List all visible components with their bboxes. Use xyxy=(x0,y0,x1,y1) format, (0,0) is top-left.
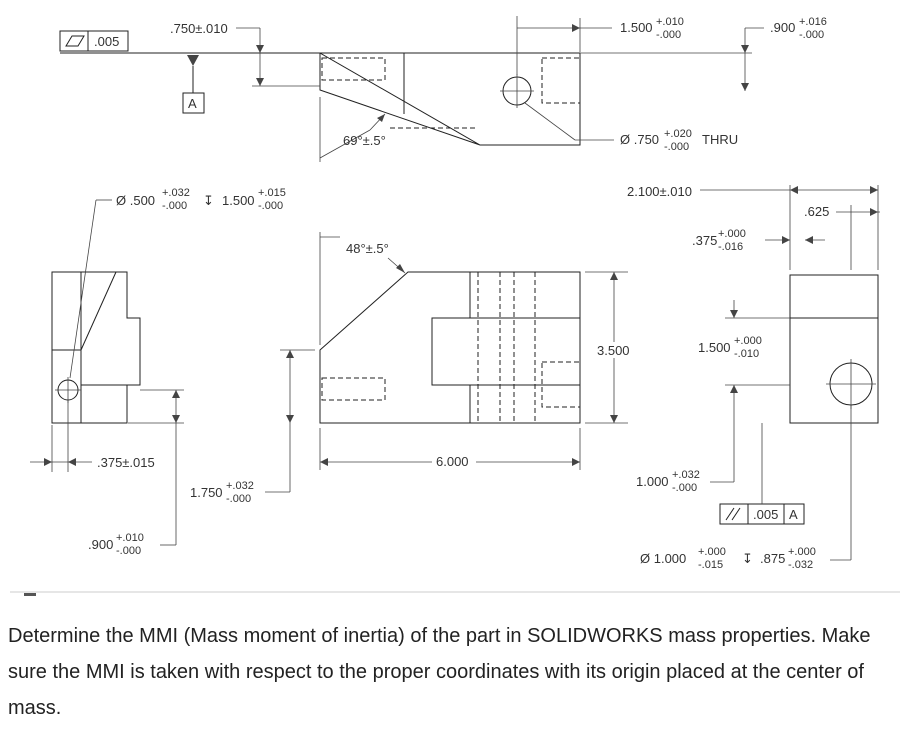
dim-right-1500: 1.500 xyxy=(698,340,731,355)
svg-text:+.000: +.000 xyxy=(734,335,762,347)
svg-text:-.000: -.000 xyxy=(672,482,697,494)
dim-top-height: .750±.010 xyxy=(170,21,228,36)
dim-left-375: .375±.015 xyxy=(97,455,155,470)
hole-dia: Ø .500 xyxy=(116,193,155,208)
dim-top-pos: 1.500 xyxy=(620,20,653,35)
parallel-icon xyxy=(725,507,735,521)
dim-angle-front: 48°±.5° xyxy=(346,241,389,256)
svg-text:+.032: +.032 xyxy=(226,480,254,492)
svg-text:-.032: -.032 xyxy=(788,559,813,571)
thru-label: THRU xyxy=(702,132,738,147)
dim-left-1750: 1.750 xyxy=(190,485,223,500)
svg-text:-.015: -.015 xyxy=(698,559,723,571)
datum-a-label: A xyxy=(188,96,197,111)
svg-text:-.000: -.000 xyxy=(664,141,689,153)
depth-icon: ↧ xyxy=(203,193,214,208)
dim-overall-width: 2.100±.010 xyxy=(627,184,692,199)
svg-text:-.010: -.010 xyxy=(734,348,759,360)
thru-hole-dia: Ø .750 xyxy=(620,132,659,147)
svg-text:+.000: +.000 xyxy=(788,546,816,558)
datum-triangle-icon xyxy=(187,55,199,66)
svg-text:-.016: -.016 xyxy=(718,241,743,253)
svg-text:-.000: -.000 xyxy=(799,29,824,41)
top-view: .005 A .750±.010 1.500 +.010 -.000 xyxy=(59,16,827,162)
flatness-value: .005 xyxy=(94,34,119,49)
datum-a-box xyxy=(182,92,205,114)
flatness-frame xyxy=(59,30,129,52)
bot-hole-dia: Ø 1.000 xyxy=(640,551,686,566)
svg-text:+.010: +.010 xyxy=(656,16,684,28)
top-view-outline xyxy=(318,52,581,146)
dim-top-width: .900 xyxy=(770,20,795,35)
svg-text:+.032: +.032 xyxy=(162,187,190,199)
right-view-outline xyxy=(789,274,879,424)
dim-left-900: .900 xyxy=(88,537,113,552)
front-view: 48°±.5° 6.000 1.750 +.032 -.000 3.500 xyxy=(190,232,634,505)
dim-angle-top: 69°±.5° xyxy=(343,133,386,148)
question-text: Determine the MMI (Mass moment of inerti… xyxy=(8,625,871,719)
svg-text:-.000: -.000 xyxy=(162,200,187,212)
dim-length-total: 6.000 xyxy=(436,454,469,469)
left-view: Ø .500 +.032 -.000 ↧ 1.500 +.015 -.000 .… xyxy=(30,187,286,557)
svg-text:+.032: +.032 xyxy=(672,469,700,481)
right-view: 2.100±.010 .625 .375 +.000 -.016 1.500 +… xyxy=(627,184,880,571)
svg-text:+.000: +.000 xyxy=(718,228,746,240)
parallelism-value: .005 xyxy=(753,507,778,522)
parallelism-datum: A xyxy=(789,507,798,522)
dim-right-slot: .625 xyxy=(804,204,829,219)
svg-text:-.000: -.000 xyxy=(656,29,681,41)
svg-text:-.000: -.000 xyxy=(226,493,251,505)
dim-slot-375: .375 xyxy=(692,233,717,248)
svg-text:+.015: +.015 xyxy=(258,187,286,199)
sheet-marker-icon xyxy=(24,593,36,596)
bot-hole-depth: .875 xyxy=(760,551,785,566)
flatness-icon xyxy=(65,35,85,47)
bot-depth-icon: ↧ xyxy=(742,551,753,566)
svg-text:+.010: +.010 xyxy=(116,532,144,544)
left-view-outline xyxy=(51,271,141,424)
dim-height-total: 3.500 xyxy=(597,343,630,358)
svg-text:+.016: +.016 xyxy=(799,16,827,28)
engineering-drawing: .005 A .750±.010 1.500 +.010 -.000 xyxy=(10,16,900,596)
front-view-outline xyxy=(319,271,581,424)
svg-text:+.020: +.020 xyxy=(664,128,692,140)
svg-text:+.000: +.000 xyxy=(698,546,726,558)
hole-depth: 1.500 xyxy=(222,193,255,208)
dim-right-1000: 1.000 xyxy=(636,474,669,489)
svg-text:-.000: -.000 xyxy=(258,200,283,212)
svg-text:-.000: -.000 xyxy=(116,545,141,557)
